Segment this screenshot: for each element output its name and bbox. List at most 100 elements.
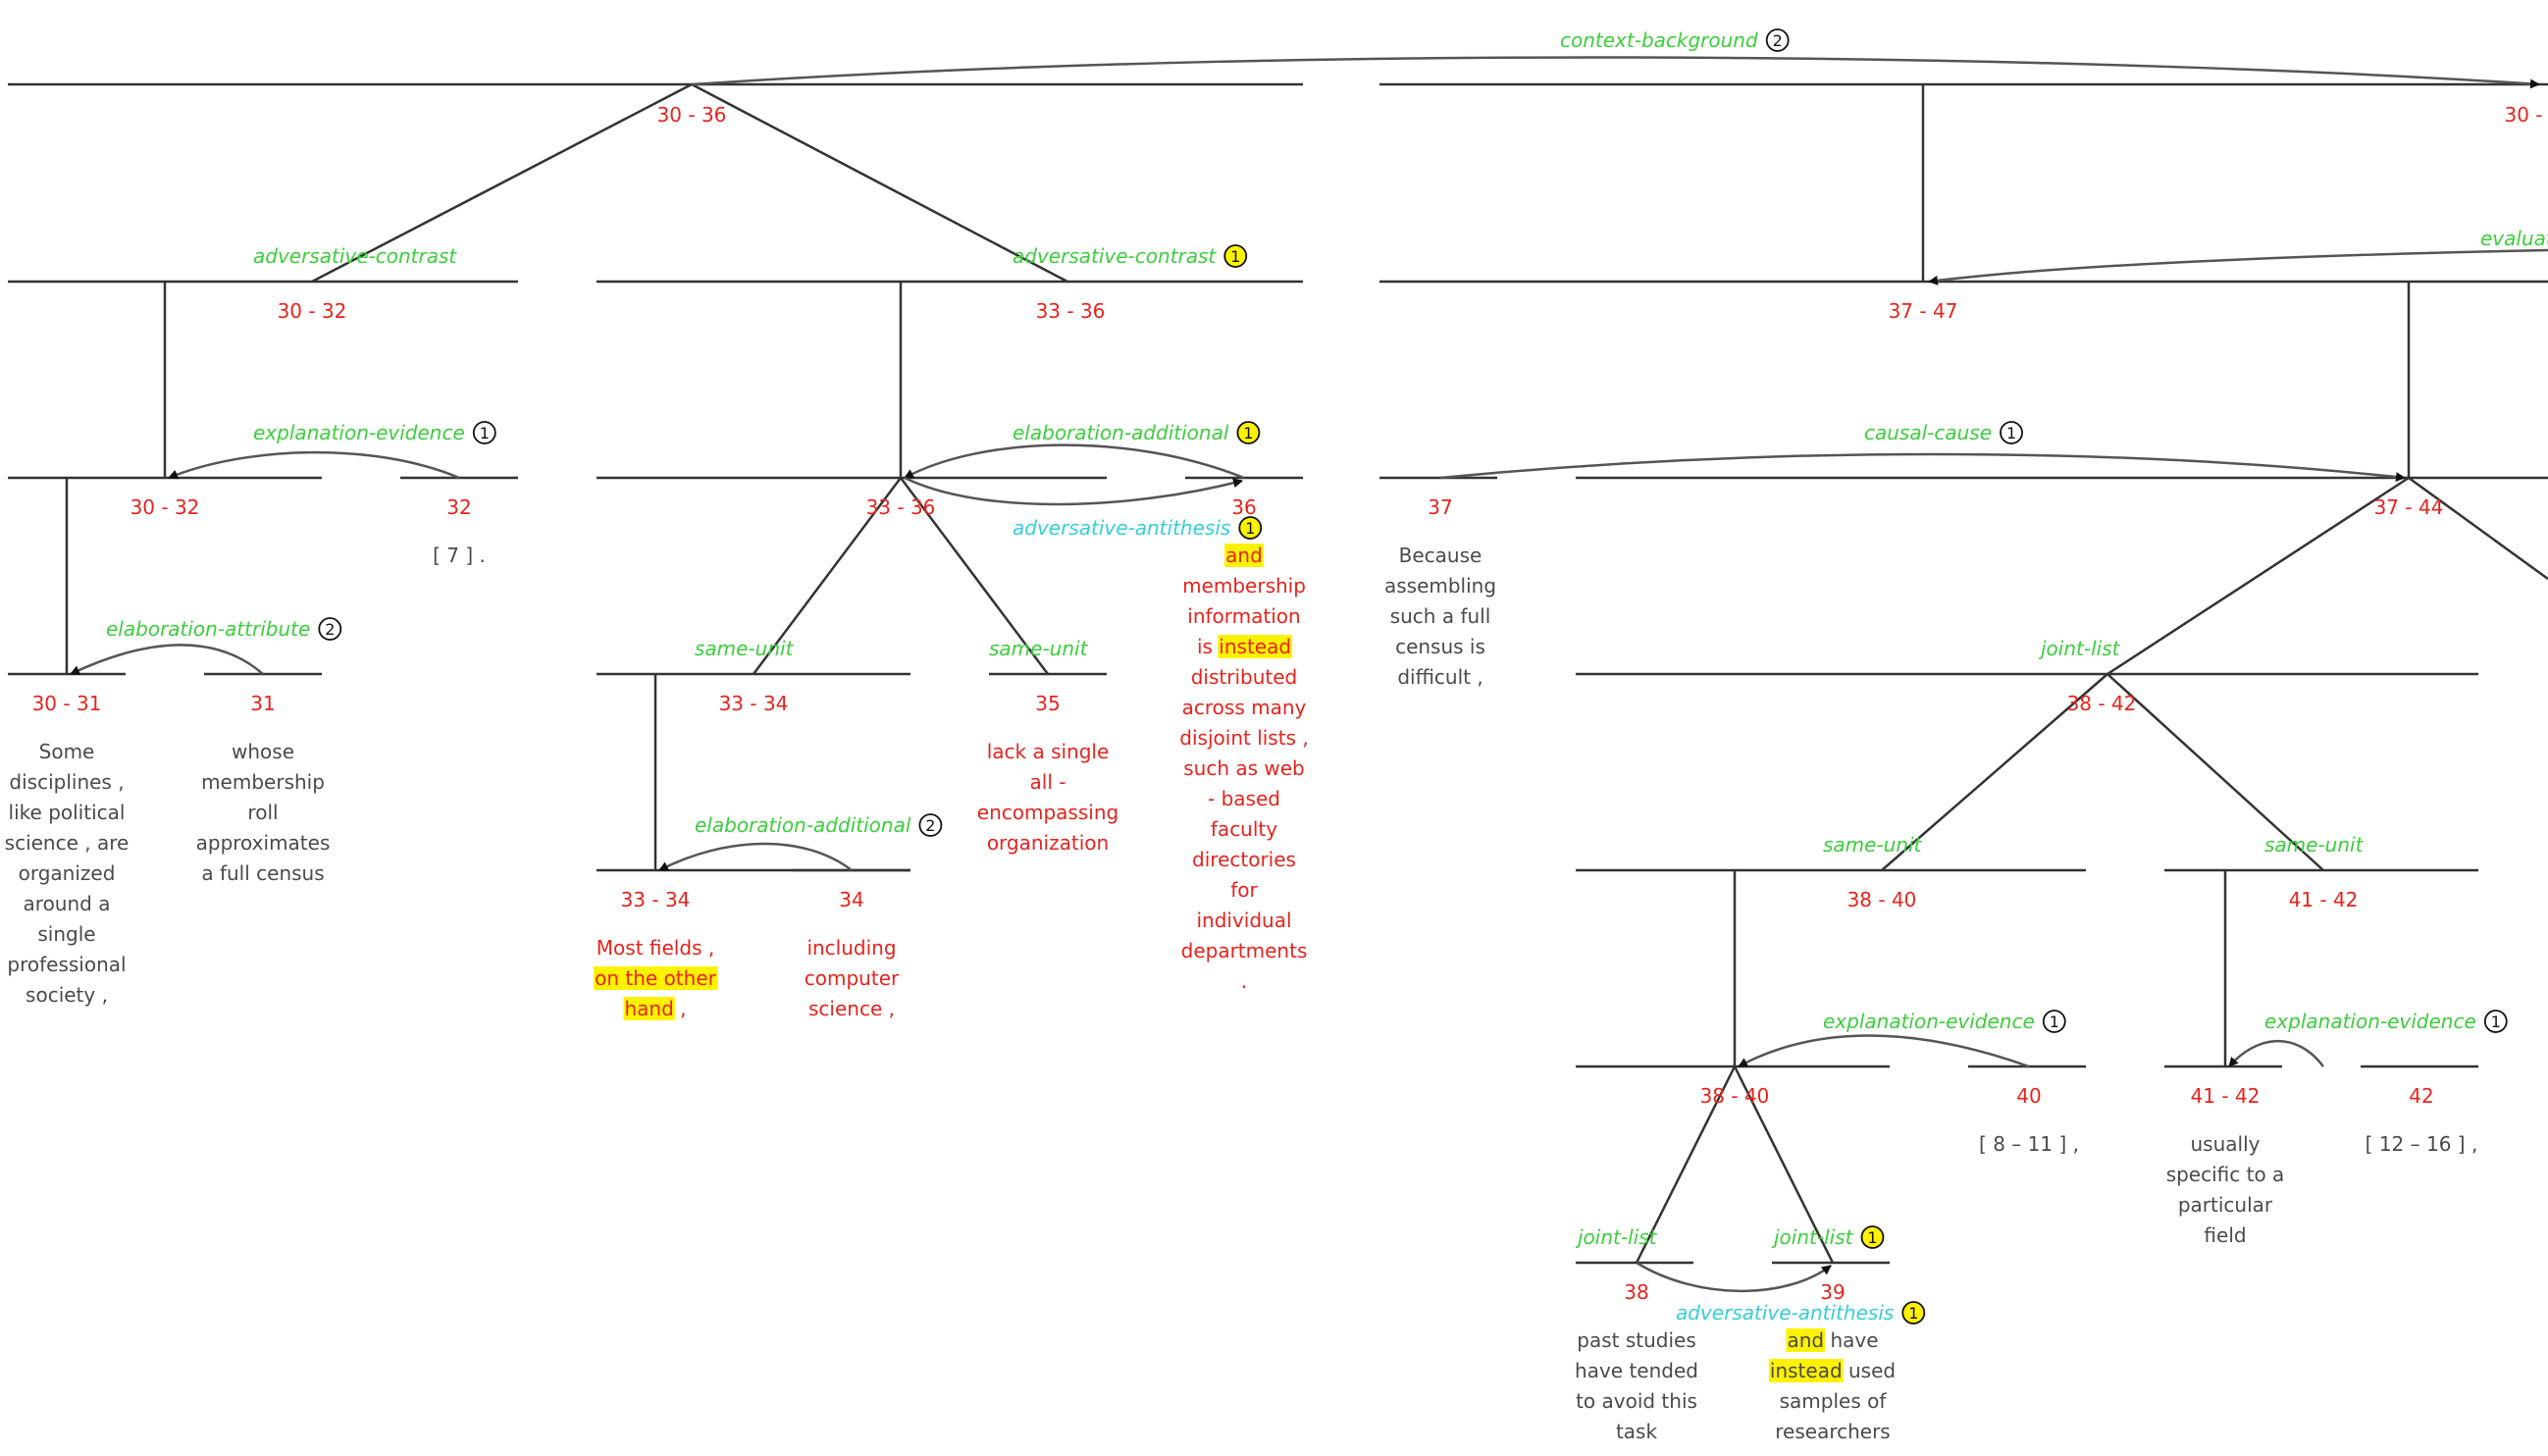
relation-badge-number: 2 (1773, 31, 1783, 50)
relation-label: adversative-antithesis (1676, 1301, 1894, 1325)
highlight-mark (594, 966, 718, 990)
span-label: 34 (839, 888, 863, 911)
relation-badge (1236, 421, 1261, 444)
text-span: science , are (5, 831, 130, 855)
edu-text-line: computer (805, 966, 900, 990)
relation-badge-number: 1 (1230, 247, 1240, 266)
edu-text-block: Some disciplines , like political science ,… (5, 740, 130, 1007)
multinuclear-branch (753, 477, 902, 675)
edu-text-line: disciplines , (9, 770, 124, 794)
relation-label-group: same-unit (2264, 833, 2365, 857)
text-span: disjoint lists , (1179, 726, 1308, 750)
text-span: to avoid this (1576, 1389, 1697, 1413)
relation-label: same-unit (989, 637, 1089, 660)
text-span: single (37, 922, 95, 946)
edu-text-line: Some (39, 740, 95, 763)
text-span: is (1197, 635, 1219, 658)
span-label: 35 (1035, 692, 1060, 715)
span-label: 33 - 34 (621, 888, 691, 911)
highlight-mark (1768, 1359, 1844, 1382)
text-span: such as web (1183, 756, 1305, 780)
multinuclear-branch (691, 82, 1068, 284)
relation-label: explanation-evidence (2264, 1010, 2476, 1033)
span-label: 33 - 34 (719, 692, 789, 715)
edu-text-line: have tended (1575, 1359, 1698, 1382)
edu-text-line: single (37, 922, 95, 946)
span-label: 33 - 36 (1036, 299, 1106, 323)
relation-arc (904, 476, 1243, 506)
relation-arc (168, 450, 460, 480)
edu-text-block: [ 8 – 11 ] , (1979, 1132, 2079, 1156)
edu-text-line: field (2204, 1223, 2246, 1247)
text-span: difficult , (1397, 665, 1482, 689)
edu-text-line: assembling (1384, 574, 1496, 598)
text-span: organization (987, 831, 1109, 855)
relation-label-group: same-unit (1823, 833, 1923, 857)
edu-text-line: on the other (595, 966, 717, 990)
text-span: faculty (1211, 817, 1277, 841)
edu-text-line: difficult , (1397, 665, 1482, 689)
span-label: 30 - (2504, 103, 2542, 127)
highlighted-word: on the other (595, 966, 717, 990)
highlight-layer (1218, 544, 1293, 658)
text-span: past studies (1577, 1328, 1695, 1352)
relation-badge-number: 1 (2050, 1013, 2059, 1031)
text-span: directories (1192, 848, 1296, 871)
edu-text-line: and have (1787, 1328, 1878, 1352)
text-span: used (1843, 1359, 1896, 1382)
relation-badge (1223, 244, 1248, 268)
edu-text-line: . (1241, 969, 1247, 993)
relation-label: same-unit (2264, 833, 2365, 857)
edu-text-line: such as web (1183, 756, 1305, 780)
edu-text-line: across many (1182, 696, 1307, 719)
text-span: society , (26, 983, 108, 1007)
span-label: 40 (2016, 1084, 2041, 1108)
edu-text-line: all - (1030, 770, 1066, 794)
text-span: distributed (1191, 665, 1298, 689)
span-label: 33 - 36 (866, 495, 936, 519)
text-span: particular (2178, 1193, 2273, 1217)
span-label: 38 - 40 (1847, 888, 1917, 911)
relation-label: joint-list (1771, 1225, 1854, 1249)
highlight-layer (1768, 1328, 1844, 1382)
edu-text-line: specific to a (2166, 1163, 2285, 1186)
relation-arc (1439, 452, 2406, 483)
relation-label: causal-cause (1864, 421, 1992, 444)
text-span: whose (232, 740, 294, 763)
multinuclear-branch (1733, 1066, 1835, 1264)
relation-label-group: joint-list 1 (1771, 1225, 1885, 1249)
text-span: for (1230, 878, 1258, 902)
text-span: like political (9, 801, 126, 824)
text-span: all - (1030, 770, 1066, 794)
edu-text-line: to avoid this (1576, 1389, 1697, 1413)
highlight-mark (1786, 1328, 1826, 1352)
highlighted-word: and (1225, 544, 1263, 567)
relation-label-group: same-unit (695, 637, 795, 660)
highlighted-word: instead (1219, 635, 1291, 658)
text-span: across many (1182, 696, 1307, 719)
highlight-layer (594, 966, 718, 1020)
text-span: membership (1182, 574, 1306, 598)
relation-label: joint-list (1575, 1225, 1658, 1249)
relation-badge-number: 1 (480, 424, 490, 442)
text-span: . (1241, 969, 1247, 993)
span-label: 39 (1820, 1280, 1845, 1304)
span-label: 41 - 42 (2289, 888, 2359, 911)
edu-text-line: membership (201, 770, 325, 794)
relation-label: context-background (1560, 28, 1758, 52)
relation-badge-number: 1 (1867, 1228, 1877, 1247)
relation-badge (1860, 1225, 1885, 1249)
relation-label: elaboration-additional (1013, 421, 1229, 444)
highlight-mark (1218, 635, 1293, 658)
edu-text-line: samples of (1780, 1389, 1888, 1413)
text-span: individual (1196, 909, 1291, 932)
